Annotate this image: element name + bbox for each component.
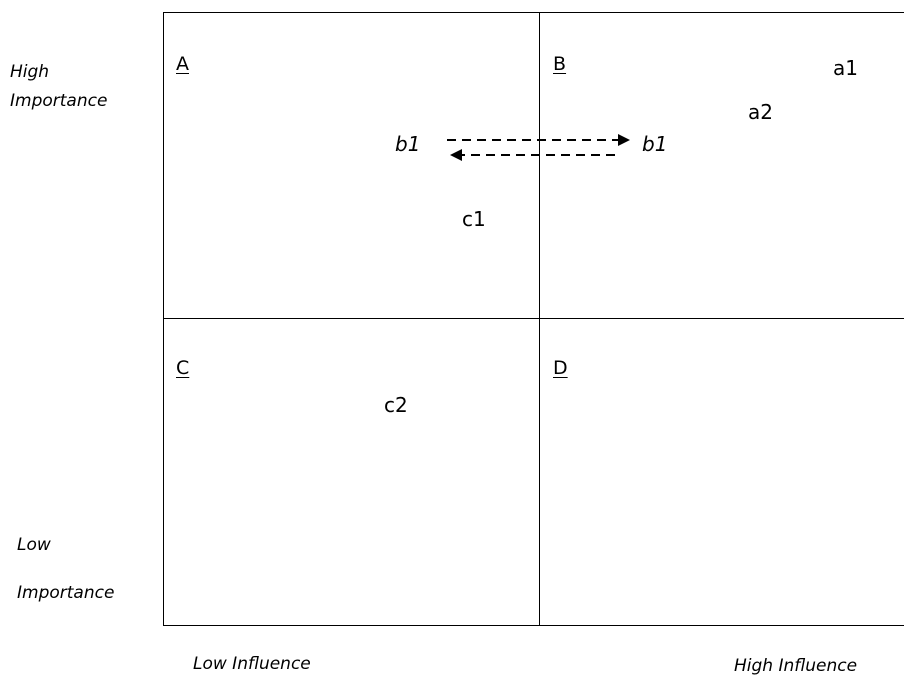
stakeholder-b1-right: b1 (642, 132, 668, 156)
stakeholder-a2: a2 (748, 100, 773, 124)
quadrant-a-label: A (176, 53, 189, 75)
high-importance-line2: Importance (10, 91, 108, 111)
stakeholder-c1: c1 (462, 207, 486, 231)
stakeholder-c2: c2 (384, 393, 408, 417)
low-importance-line1: Low (17, 535, 51, 555)
low-importance-line2: Importance (17, 583, 115, 603)
horizontal-divider (163, 318, 904, 319)
high-importance-label: High Importance (10, 58, 107, 116)
quadrant-c-label: C (176, 357, 190, 379)
low-importance-label: Low Importance (17, 521, 114, 617)
quadrant-b-label: B (553, 53, 567, 75)
quadrant-d-label: D (553, 357, 568, 379)
stakeholder-matrix-frame (163, 12, 904, 626)
stakeholder-b1-left: b1 (395, 132, 421, 156)
high-influence-label: High Influence (734, 656, 858, 676)
high-importance-line1: High (10, 62, 50, 82)
stakeholder-a1: a1 (833, 56, 858, 80)
low-influence-label: Low Influence (193, 654, 311, 674)
vertical-divider (539, 12, 540, 626)
